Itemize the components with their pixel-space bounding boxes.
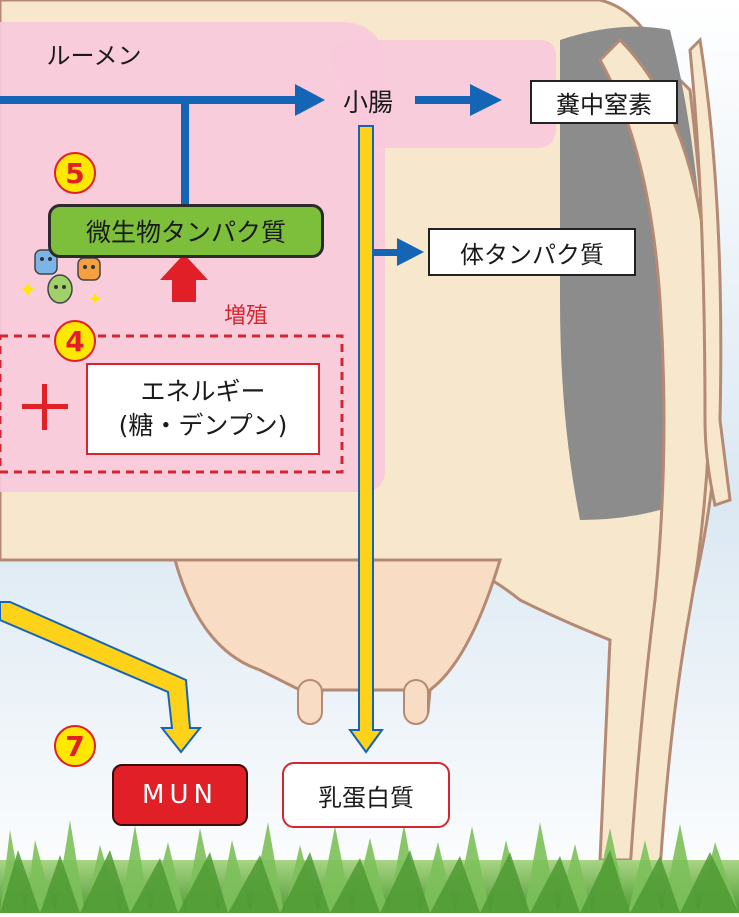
microbe-characters xyxy=(20,249,101,304)
milk-protein-box: 乳蛋白質 xyxy=(282,762,450,828)
arrow-to-body-protein xyxy=(397,238,424,266)
yellow-down-arrow-si xyxy=(348,125,384,754)
rumen-outflow-line xyxy=(0,96,300,104)
microbe-feed-line xyxy=(181,100,189,208)
cow-tail xyxy=(688,36,732,507)
step-number-5: 5 xyxy=(54,152,96,194)
si-to-fecal-line xyxy=(415,96,475,104)
grass xyxy=(0,820,739,913)
mun-box: MUN xyxy=(112,764,248,826)
energy-box: エネルギー (糖・デンプン) xyxy=(86,363,320,455)
teat xyxy=(403,679,429,725)
body-protein-box: 体タンパク質 xyxy=(428,228,636,276)
yellow-arrow-to-mun xyxy=(0,601,203,754)
growth-arrow xyxy=(160,254,208,302)
fecal-nitrogen-box: 糞中窒素 xyxy=(530,80,678,124)
step-number-7: 7 xyxy=(54,725,96,767)
microbial-protein-box: 微生物タンパク質 xyxy=(48,204,324,258)
rumen-label: ルーメン xyxy=(46,41,142,70)
energy-dashed-box xyxy=(0,334,344,474)
small-intestine-label: 小腸 xyxy=(342,88,393,117)
arrow-to-fecal xyxy=(470,84,502,116)
step-number-4: 4 xyxy=(54,320,96,362)
small-intestine-area xyxy=(330,40,556,148)
si-to-body-line xyxy=(372,249,402,256)
plus-sign xyxy=(22,384,68,430)
yellow-arrows xyxy=(0,125,384,754)
arrow-to-small-intestine xyxy=(295,84,325,116)
energy-label: エネルギー xyxy=(140,377,266,407)
energy-sub-label: (糖・デンプン) xyxy=(118,411,288,440)
teat xyxy=(297,679,323,725)
blue-arrows xyxy=(0,84,502,266)
growth-label: 増殖 xyxy=(223,304,268,329)
